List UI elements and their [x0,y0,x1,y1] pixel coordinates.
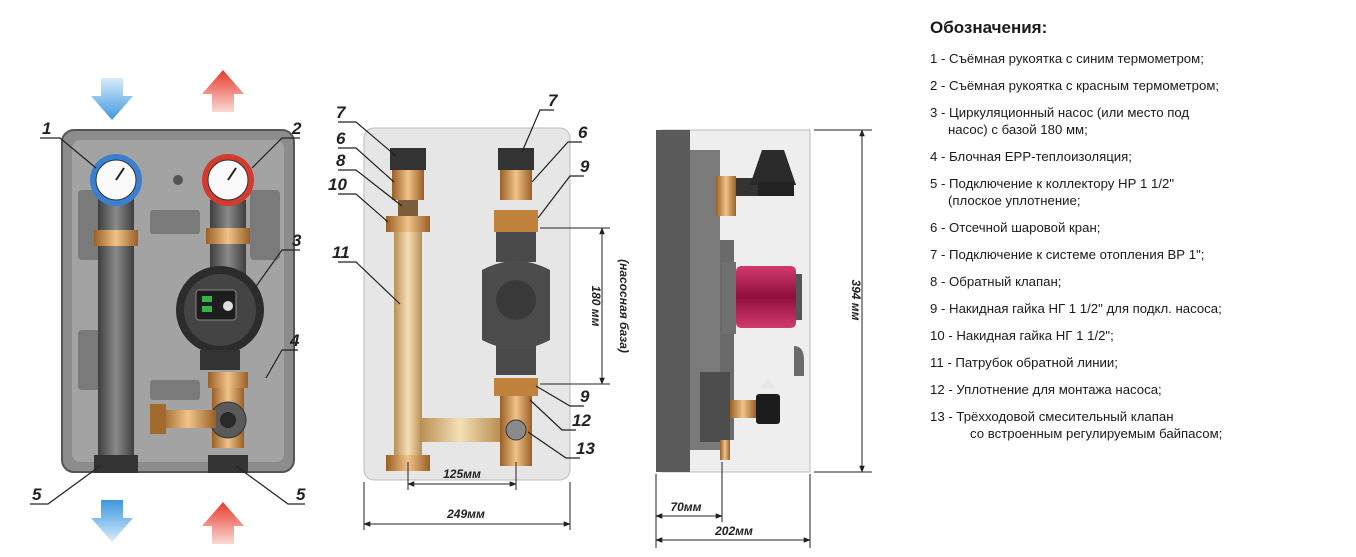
legend-item: 8 - Обратный клапан; [930,274,1062,289]
callout-12: 12 [572,411,591,430]
legend-item: 7 - Подключение к системе отопления ВР 1… [930,247,1205,262]
cold-inlet-arrow-icon [91,78,133,120]
legend-panel: Обозначения: 1 - Съёмная рукоятка с сини… [930,18,1350,452]
callout-6-right: 6 [578,123,588,142]
legend-item: 4 - Блочная EPP-теплоизоляция; [930,149,1132,164]
cold-return-arrow-icon [91,500,133,542]
callout-1: 1 [42,119,51,138]
legend-item: 6 - Отсечной шаровой кран; [930,220,1101,235]
legend-item: 12 - Уплотнение для монтажа насоса; [930,382,1162,397]
legend-item: 2 - Съёмная рукоятка с красным термометр… [930,78,1220,93]
side-pump-icon [736,266,796,328]
callout-7-right: 7 [548,91,559,110]
hot-outlet-arrow-icon [202,70,244,112]
legend-item: 1 - Съёмная рукоятка с синим термометром… [930,51,1204,66]
side-view: 394 мм 70мм 202мм [655,129,872,548]
middle-view: 125мм 249мм 180 мм (насосная база) [363,127,631,530]
callout-5-left: 5 [32,485,42,504]
callout-7-left: 7 [336,103,347,122]
callout-2: 2 [291,119,302,138]
legend-item: 10 - Накидная гайка НГ 1 1/2"; [930,328,1114,343]
callout-4: 4 [289,331,300,350]
dim-70: 70мм [670,500,701,514]
front-view [61,70,295,544]
dim-180: 180 мм [589,285,603,326]
dim-180-note: (насосная база) [617,259,631,353]
callout-10: 10 [328,175,347,194]
callout-6-left: 6 [336,129,346,148]
mixing-valve-knob-icon [756,394,780,424]
callout-9-bottom: 9 [580,387,590,406]
legend-title: Обозначения: [930,18,1048,37]
ball-valve-handle-icon [750,150,796,185]
dim-125: 125мм [443,467,481,481]
callout-5-right: 5 [296,485,306,504]
dim-394: 394 мм [849,279,863,320]
legend-list: 1 - Съёмная рукоятка с синим термометром… [930,50,1350,442]
legend-item: 9 - Накидная гайка НГ 1 1/2" для подкл. … [930,301,1222,316]
dim-249: 249мм [446,507,485,521]
callout-labels: 1 2 3 4 5 5 7 6 8 10 11 7 6 9 9 12 13 [32,91,595,504]
callout-9-top: 9 [580,157,590,176]
callout-3: 3 [292,231,302,250]
legend-item: 11 - Патрубок обратной линии; [930,355,1118,370]
legend-item: 5 - Подключение к коллектору НР 1 1/2"(п… [930,176,1175,208]
dim-202: 202мм [714,524,753,538]
callout-11: 11 [332,243,350,262]
hot-supply-arrow-icon [202,502,244,544]
callouts [30,109,584,505]
callout-13: 13 [576,439,595,458]
callout-8: 8 [336,151,346,170]
